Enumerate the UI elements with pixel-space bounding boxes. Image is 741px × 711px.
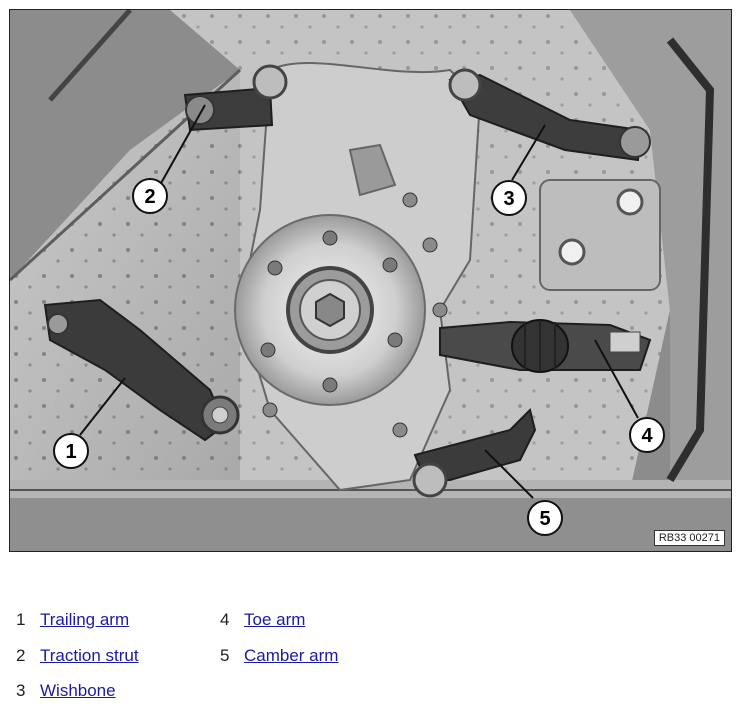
- legend-number: 2: [16, 646, 26, 665]
- legend-link-trailing-arm[interactable]: Trailing arm: [40, 610, 130, 629]
- legend-link-traction-strut[interactable]: Traction strut: [40, 646, 139, 665]
- legend-item-4: 4 Toe arm: [220, 610, 305, 630]
- callout-2-label: 2: [144, 186, 155, 208]
- legend-item-2: 2 Traction strut: [16, 646, 139, 666]
- callout-5-leader: [484, 449, 534, 499]
- legend-number: 5: [220, 646, 230, 665]
- callout-3: 3: [491, 180, 527, 216]
- callout-4: 4: [629, 417, 665, 453]
- callout-3-leader: [511, 124, 546, 181]
- callout-4-label: 4: [641, 425, 653, 447]
- callout-1-label: 1: [65, 441, 76, 463]
- legend-item-3: 3 Wishbone: [16, 681, 116, 701]
- legend-link-toe-arm[interactable]: Toe arm: [244, 610, 306, 629]
- right-body-panel: [570, 10, 731, 551]
- legend-number: 4: [220, 610, 230, 629]
- callout-1: 1: [53, 433, 89, 469]
- suspension-illustration: 1 2 3 4 5: [10, 10, 731, 551]
- callout-5-label: 5: [539, 508, 550, 530]
- callout-2: 2: [132, 178, 168, 214]
- legend-item-1: 1 Trailing arm: [16, 610, 129, 630]
- callout-1-leader: [79, 377, 126, 436]
- figure-reference-code: RB33 00271: [653, 530, 725, 546]
- suspension-diagram: 1 2 3 4 5 RB33 00271: [9, 9, 732, 552]
- legend-number: 3: [16, 681, 26, 700]
- legend-link-camber-arm[interactable]: Camber arm: [244, 646, 339, 665]
- legend-item-5: 5 Camber arm: [220, 646, 338, 666]
- callout-2-leader: [159, 104, 206, 186]
- legend-link-wishbone[interactable]: Wishbone: [40, 681, 116, 700]
- callout-4-leader: [594, 339, 639, 419]
- legend-number: 1: [16, 610, 26, 629]
- callout-5: 5: [527, 500, 563, 536]
- callout-3-label: 3: [503, 188, 514, 210]
